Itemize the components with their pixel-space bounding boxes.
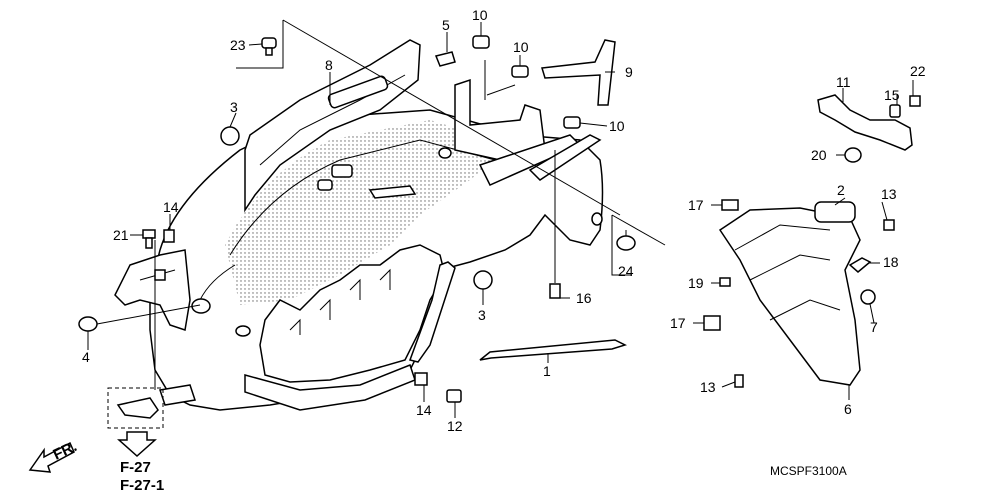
callout-4: 4 (82, 349, 90, 365)
callout-1: 1 (543, 363, 551, 379)
small-fasteners (78, 35, 636, 403)
callout-9: 9 (625, 64, 633, 80)
callout-21: 21 (113, 227, 129, 243)
callout-13b: 13 (700, 379, 716, 395)
callout-8: 8 (325, 57, 333, 73)
callout-5: 5 (442, 17, 450, 33)
diagram-code: MCSPF3100A (770, 464, 847, 478)
rear-fender (149, 39, 604, 411)
callout-7: 7 (870, 319, 878, 335)
callout-16: 16 (576, 290, 592, 306)
reference-f27-1: F-27-1 (120, 477, 164, 494)
callout-6: 6 (844, 401, 852, 417)
callout-10c: 10 (609, 118, 625, 134)
callout-17b: 17 (670, 315, 686, 331)
leader-lines (87, 19, 914, 418)
rear-license-plate-holder (703, 199, 895, 388)
reference-f27: F-27 (120, 459, 151, 476)
callout-10b: 10 (513, 39, 529, 55)
callout-11: 11 (836, 74, 851, 90)
lower-bracket-ref-box (107, 387, 164, 429)
callout-22: 22 (910, 63, 926, 79)
reference-arrow (117, 431, 157, 458)
callout-20: 20 (811, 147, 827, 163)
front-direction-label: FR. (51, 438, 80, 464)
callout-17a: 17 (688, 197, 704, 213)
callout-24: 24 (618, 263, 634, 279)
callout-12: 12 (447, 418, 463, 434)
license-light-bracket (817, 94, 921, 163)
callout-labels: 1 2 3 3 4 5 6 7 8 9 10 10 10 11 12 13 13… (82, 7, 926, 434)
callout-18: 18 (883, 254, 899, 270)
front-direction-arrow (28, 441, 75, 473)
callout-2: 2 (837, 182, 845, 198)
callout-3b: 3 (478, 307, 486, 323)
callout-14a: 14 (163, 199, 179, 215)
callout-19: 19 (688, 275, 704, 291)
callout-3a: 3 (230, 99, 238, 115)
callout-10a: 10 (472, 7, 488, 23)
callout-13a: 13 (881, 186, 897, 202)
stay-rod (479, 339, 628, 361)
callout-23: 23 (230, 37, 246, 53)
callout-15: 15 (884, 87, 900, 103)
callout-14b: 14 (416, 402, 432, 418)
